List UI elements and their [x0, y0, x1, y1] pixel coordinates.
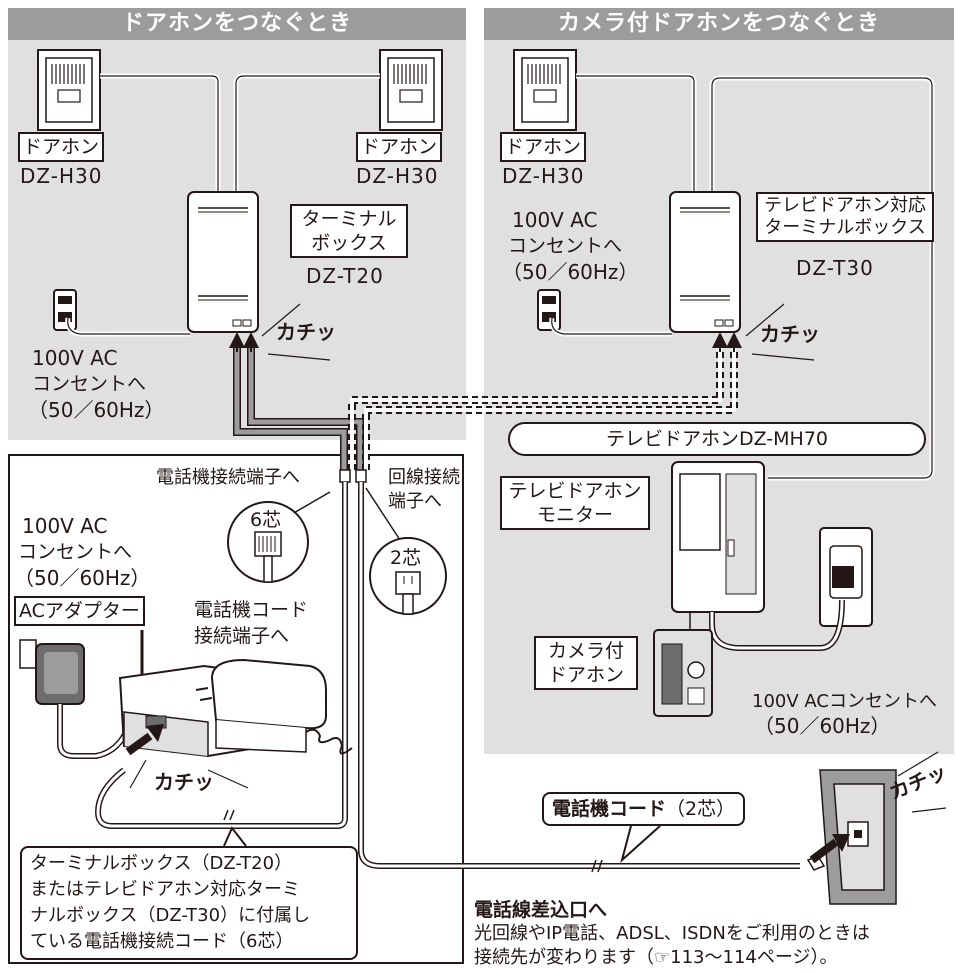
phone-terminal-label: 電話機接続端子へ — [156, 467, 300, 488]
wall-jack-device — [819, 769, 897, 905]
phone-cord-callout: 電話機コード（2芯） — [542, 792, 746, 826]
note-line1: ターミナルボックス（DZ-T20） — [30, 853, 293, 874]
outlet-right-panel — [537, 289, 561, 331]
click-text-phone: カチッ — [154, 770, 214, 794]
phone-outlet-line2: コンセントへ — [18, 541, 133, 563]
two-core-jack-icon — [369, 537, 447, 615]
doorphone-left-label: ドアホン — [18, 132, 105, 162]
right-doorphone-model: DZ-H30 — [502, 164, 585, 188]
left-panel-title: ドアホンをつなぐとき — [8, 8, 466, 40]
monitor-outlet-line2: （50／60Hz） — [754, 714, 891, 738]
six-core-jack-icon — [227, 501, 309, 583]
doorphone-right-device — [379, 49, 443, 131]
doorphone-left-model: DZ-H30 — [20, 164, 103, 188]
phone-outlet-line1: 100V AC — [22, 514, 108, 538]
wall-jack-title: 電話線差込口へ — [474, 899, 608, 921]
outlet-left — [53, 289, 77, 331]
right-doorphone-label: ドアホン — [500, 132, 587, 162]
terminal-box-dz-t20-label: ターミナル ボックス — [290, 204, 408, 258]
camera-doorphone-device — [653, 629, 713, 717]
terminal-box-t30-line2: ターミナルボックス — [764, 217, 926, 238]
wall-jack-note-line1: 光回線やIP電話、ADSL、ISDNをご利用のときは — [474, 923, 870, 944]
terminal-box-label-line1: ターミナル — [301, 208, 397, 230]
camera-doorphone-label: カメラ付 ドアホン — [534, 636, 638, 690]
wall-jack-note-line2: 接続先が変わります（☞113〜114ページ）。 — [474, 947, 838, 968]
right-panel-title: カメラ付ドアホンをつなぐとき — [484, 8, 954, 40]
doorphone-right-model: DZ-H30 — [356, 164, 439, 188]
terminal-box-dz-t30-model: DZ-T30 — [796, 256, 874, 280]
six-core-cord-note: ターミナルボックス（DZ-T20） またはテレビドアホン対応ターミ ナルボックス… — [20, 846, 358, 960]
camera-doorphone-line2: ドアホン — [547, 664, 624, 686]
phone-cord-terminal-line2: 接続端子へ — [194, 625, 290, 647]
outlet-left-line1: 100V AC — [32, 346, 118, 370]
tv-doorphone-monitor — [671, 461, 765, 613]
phone-cord-label-rest: （2芯） — [666, 798, 736, 820]
ac-adapter-label: ACアダプター — [14, 596, 145, 626]
monitor-label-line1: テレビドアホン — [508, 480, 642, 502]
click-text-left: カチッ — [276, 320, 336, 344]
terminal-box-dz-t20-model: DZ-T20 — [306, 264, 384, 288]
tv-doorphone-pill: テレビドアホンDZ-MH70 — [508, 422, 926, 456]
ac-adapter-device — [19, 639, 85, 705]
line-terminal-label-line1: 回線接続 — [388, 467, 460, 488]
note-line2: またはテレビドアホン対応ターミ — [30, 879, 300, 900]
camera-doorphone-line1: カメラ付 — [547, 640, 624, 662]
terminal-box-t30-line1: テレビドアホン対応 — [764, 195, 926, 216]
two-core-label: 2芯 — [390, 547, 422, 569]
note-line4: ている電話機接続コード（6芯） — [30, 931, 294, 952]
phone-cord-terminal-line1: 電話機コード — [194, 599, 309, 621]
terminal-box-dz-t30-label: テレビドアホン対応 ターミナルボックス — [756, 192, 934, 242]
outlet-left-line3: （50／60Hz） — [28, 398, 165, 422]
doorphone-right-panel-device — [513, 49, 577, 131]
six-core-label: 6芯 — [250, 509, 282, 531]
monitor-label: テレビドアホン モニター — [500, 476, 650, 530]
outlet-monitor — [819, 527, 873, 627]
right-outlet-line2: コンセントへ — [508, 235, 623, 257]
terminal-box-dz-t30 — [669, 191, 741, 333]
right-outlet-line1: 100V AC — [512, 208, 598, 232]
terminal-box-label-line2: ボックス — [311, 232, 387, 254]
monitor-outlet-line1: 100V ACコンセントへ — [752, 691, 937, 712]
doorphone-left-device — [37, 49, 101, 131]
right-outlet-line3: （50／60Hz） — [502, 260, 639, 284]
doorphone-right-label: ドアホン — [356, 132, 443, 162]
click-text-right: カチッ — [760, 322, 820, 346]
monitor-label-line2: モニター — [536, 504, 613, 526]
terminal-box-dz-t20 — [187, 191, 259, 333]
phone-outlet-line3: （50／60Hz） — [14, 566, 151, 590]
phone-cord-label-bold: 電話機コード — [552, 798, 667, 820]
note-line3: ナルボックス（DZ-T30）に付属し — [30, 905, 311, 926]
line-terminal-label-line2: 端子へ — [388, 491, 442, 512]
outlet-left-line2: コンセントへ — [32, 373, 147, 395]
